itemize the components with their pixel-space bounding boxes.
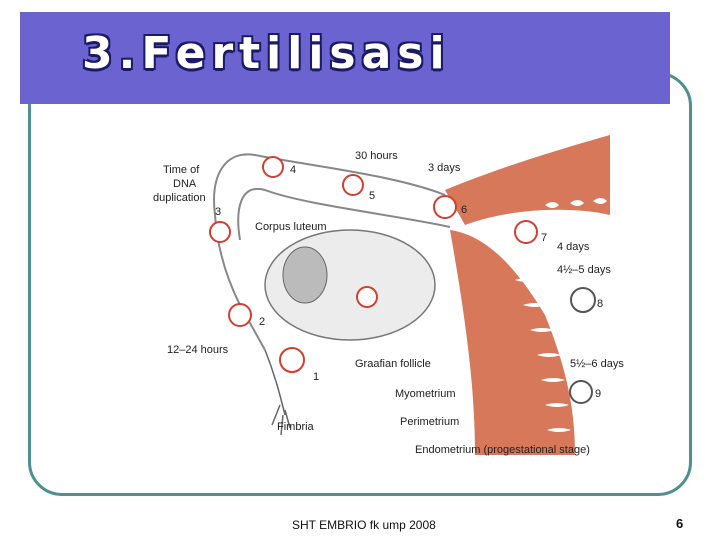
stage-number-7: 7 (541, 232, 547, 244)
oviduct-tube-inner (237, 187, 451, 241)
stage-number-4: 4 (290, 164, 296, 176)
stage-number-6: 6 (461, 204, 467, 216)
label-corpus-luteum: Corpus luteum (255, 221, 327, 233)
label-4-5-days: 4½–5 days (557, 264, 611, 276)
stage-number-5: 5 (369, 190, 375, 202)
title-bar (20, 12, 670, 104)
fimbria (264, 349, 291, 436)
corpus-luteum (282, 246, 328, 304)
label-4-days: 4 days (557, 241, 590, 253)
label-time-of: Time of (163, 164, 200, 176)
label-5-6-days: 5½–6 days (570, 358, 624, 370)
oviduct-tube (213, 153, 446, 351)
label-myometrium: Myometrium (395, 388, 456, 400)
fertilization-diagram: Time of DNA duplication 30 hours 3 days … (153, 135, 624, 456)
label-3-days: 3 days (428, 162, 461, 174)
label-graafian-follicle: Graafian follicle (355, 358, 431, 370)
myometrium-region (450, 230, 575, 455)
slide-footer: SHT EMBRIO fk ump 2008 (292, 518, 436, 532)
label-perimetrium: Perimetrium (400, 416, 459, 428)
label-fimbria: Fimbria (277, 421, 315, 433)
stage-number-1: 1 (313, 371, 319, 383)
label-duplication: duplication (153, 192, 206, 204)
graafian-follicle (356, 286, 378, 308)
label-12-24-hours: 12–24 hours (167, 344, 229, 356)
slide-title: 3.Fertilisasi (82, 28, 451, 79)
label-endometrium: Endometrium (progestational stage) (415, 444, 590, 456)
uterus-wall (445, 135, 610, 225)
page-number: 6 (676, 516, 684, 531)
label-30-hours: 30 hours (355, 150, 398, 162)
stage-number-8: 8 (597, 298, 603, 310)
stage-numbers: 1 2 3 4 5 6 7 8 9 (215, 164, 603, 400)
stage-cells (209, 156, 596, 404)
stage-number-3: 3 (215, 206, 221, 218)
label-dna: DNA (173, 178, 197, 190)
endometrium-glands (505, 198, 607, 432)
stage-number-2: 2 (259, 316, 265, 328)
stage-number-9: 9 (595, 388, 601, 400)
